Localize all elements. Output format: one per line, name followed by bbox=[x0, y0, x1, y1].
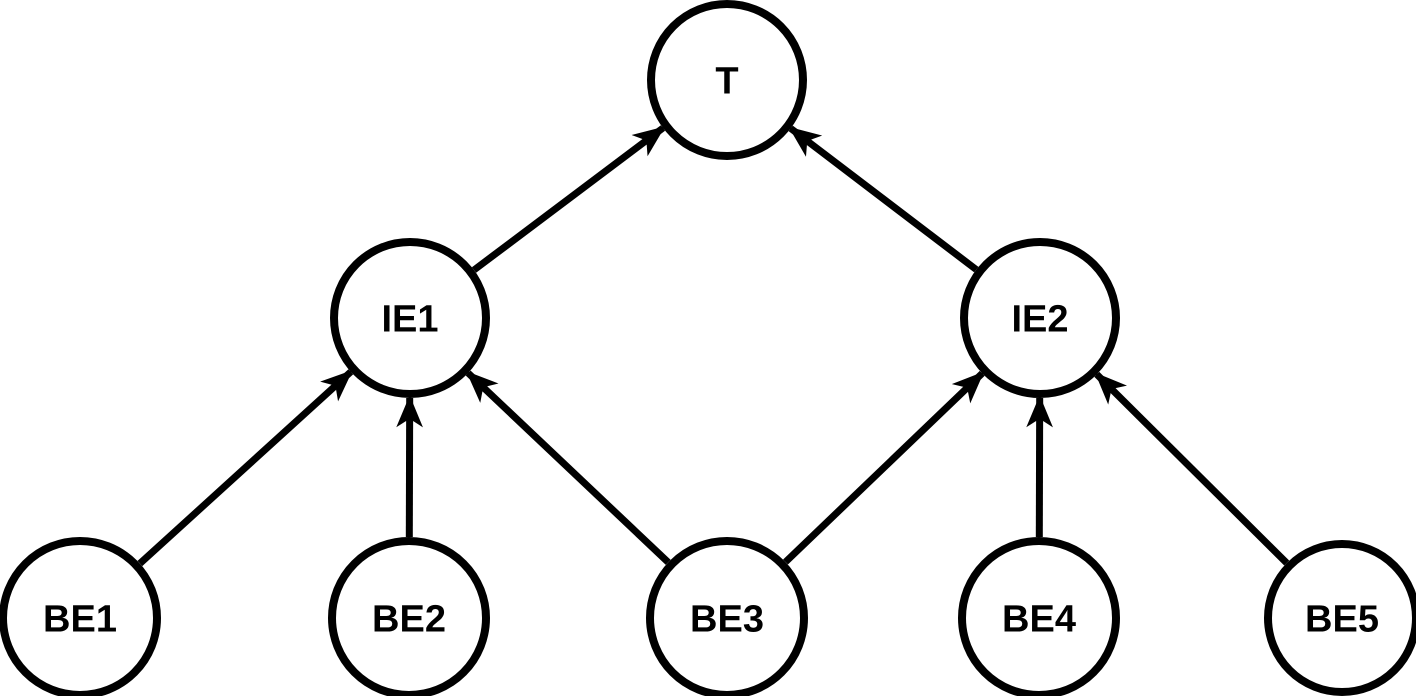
edge-BE5-IE2 bbox=[1094, 371, 1290, 566]
edge-IE2-T bbox=[788, 125, 979, 273]
node-circle-BE4 bbox=[958, 537, 1120, 696]
node-IE2: IE2 bbox=[960, 238, 1120, 398]
node-BE1: BE1 bbox=[0, 537, 161, 696]
node-circle-BE3 bbox=[646, 537, 808, 696]
node-BE5: BE5 bbox=[1264, 540, 1416, 696]
edge-IE1-T bbox=[471, 125, 666, 273]
node-BE2: BE2 bbox=[328, 537, 490, 696]
node-circle-BE2 bbox=[328, 537, 490, 696]
edges-layer bbox=[137, 125, 1290, 567]
node-BE3: BE3 bbox=[646, 537, 808, 696]
edge-BE3-IE1 bbox=[465, 370, 671, 565]
edge-BE3-IE2 bbox=[783, 370, 985, 565]
node-circle-BE1 bbox=[0, 537, 161, 696]
node-circle-IE2 bbox=[960, 238, 1120, 398]
node-BE4: BE4 bbox=[958, 537, 1120, 696]
node-circle-IE1 bbox=[330, 238, 490, 398]
node-T: T bbox=[647, 0, 807, 160]
node-circle-BE5 bbox=[1264, 540, 1416, 696]
edge-BE1-IE1 bbox=[137, 369, 354, 567]
node-IE1: IE1 bbox=[330, 238, 490, 398]
node-circle-T bbox=[647, 0, 807, 160]
